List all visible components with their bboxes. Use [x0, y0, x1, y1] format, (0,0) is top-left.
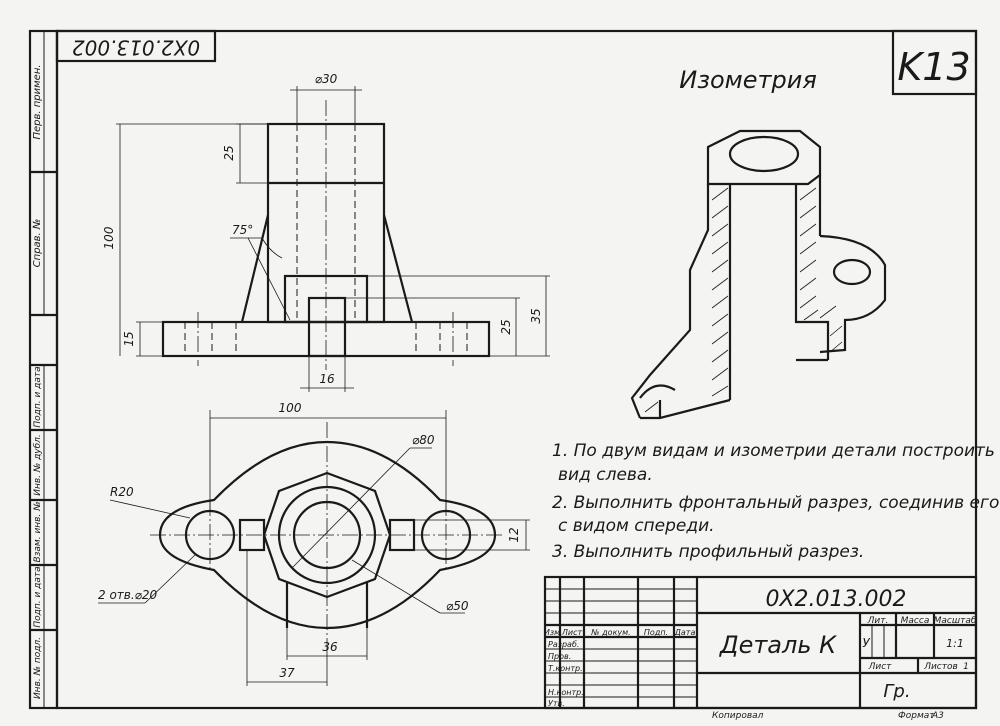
- top-view-dimensions: 100 ⌀80 R20 2 отв.⌀20 ⌀50 12 36 37: [98, 401, 530, 686]
- side-label-3: Подп. и дата: [33, 366, 43, 427]
- code-stamp-text: 0X2.013.002: [72, 36, 200, 60]
- title-block-lit-label: Лит.: [867, 616, 889, 626]
- title-block-scale-label: Масштаб: [934, 616, 977, 626]
- dim-top-d80: ⌀80: [412, 433, 435, 447]
- title-block-col-date: Дата: [674, 628, 696, 637]
- isometric-title: Изометрия: [679, 66, 817, 94]
- dim-front-d30: ⌀30: [315, 72, 338, 86]
- task-text: 1. По двум видам и изометрии детали пост…: [552, 441, 999, 562]
- title-block-sheets-value: 1: [963, 662, 969, 672]
- task-line-2: вид слева.: [558, 465, 653, 485]
- top-view: [150, 422, 505, 645]
- title-block: 0X2.013.002 Деталь К Лит. Масса Масштаб …: [544, 575, 978, 710]
- dim-front-35: 35: [529, 308, 543, 323]
- front-view: [161, 100, 491, 370]
- dim-front-100: 100: [102, 226, 116, 249]
- isometric-hatching-left: [644, 187, 729, 413]
- dim-front-25-bottom: 25: [499, 319, 513, 334]
- title-block-row-prov: Пров.: [548, 652, 571, 661]
- variant-label: K13: [897, 45, 970, 89]
- title-block-col-list: Лист: [561, 628, 583, 637]
- variant-box: K13: [891, 29, 978, 96]
- task-line-5: 3. Выполнить профильный разрез.: [552, 542, 864, 562]
- dim-top-37: 37: [279, 666, 295, 680]
- side-column-labels: Перв. примен. Справ. № Подп. и дата Инв.…: [32, 64, 43, 699]
- format-value: А3: [931, 711, 944, 721]
- title-block-part-name: Деталь К: [719, 631, 837, 659]
- title-block-designation: 0X2.013.002: [765, 587, 906, 612]
- title-block-sheet-label: Лист: [868, 662, 893, 672]
- title-block-sheets-label: Листов: [923, 662, 958, 672]
- isometric-hatching-right: [799, 187, 843, 353]
- side-label-1: Перв. примен.: [32, 64, 43, 139]
- side-label-4: Инв. № дубл.: [33, 434, 43, 496]
- dim-top-d50: ⌀50: [446, 599, 469, 613]
- title-block-col-doc: № докум.: [590, 628, 630, 637]
- front-view-dimensions: ⌀30 25 100 75° 15 16 25 35: [102, 72, 550, 392]
- format-label: Формат: [898, 711, 935, 721]
- task-line-4: с видом спереди.: [558, 516, 715, 536]
- title-block-col-izm: Изм: [544, 628, 560, 637]
- dim-top-2holes: 2 отв.⌀20: [98, 588, 158, 602]
- title-block-mass-label: Масса: [901, 616, 930, 626]
- dim-front-75deg: 75°: [232, 223, 253, 237]
- dim-top-36: 36: [322, 640, 338, 654]
- task-line-3: 2. Выполнить фронтальный разрез, соедини…: [552, 493, 999, 513]
- title-block-row-nkontr: Н.контр.: [548, 688, 584, 697]
- side-label-7: Инв. № подл.: [33, 637, 43, 699]
- side-label-6: Подп. и дата: [33, 566, 43, 627]
- title-block-lit-value: У: [862, 636, 870, 650]
- title-block-row-tkontr: Т.контр.: [548, 664, 583, 673]
- dim-top-12: 12: [507, 527, 521, 542]
- side-label-2: Справ. №: [32, 219, 43, 268]
- dim-top-r20: R20: [110, 485, 134, 499]
- dim-front-16: 16: [319, 372, 335, 386]
- dim-front-15: 15: [122, 331, 136, 346]
- title-block-group: Гр.: [883, 681, 910, 702]
- code-stamp: 0X2.013.002: [55, 29, 217, 63]
- title-block-col-sign: Подп.: [644, 628, 668, 637]
- title-block-row-utv: Утв.: [548, 699, 565, 708]
- dim-top-100: 100: [279, 401, 302, 415]
- title-block-scale-value: 1:1: [946, 637, 964, 650]
- dim-front-25-top: 25: [222, 145, 236, 160]
- isometric-view: [630, 129, 887, 420]
- task-line-1: 1. По двум видам и изометрии детали пост…: [552, 441, 995, 461]
- copied-label: Копировал: [712, 711, 764, 721]
- sheet-frame: [28, 29, 978, 710]
- side-label-5: Взам. инв. №: [33, 501, 43, 562]
- title-block-row-razrab: Разраб.: [548, 640, 579, 649]
